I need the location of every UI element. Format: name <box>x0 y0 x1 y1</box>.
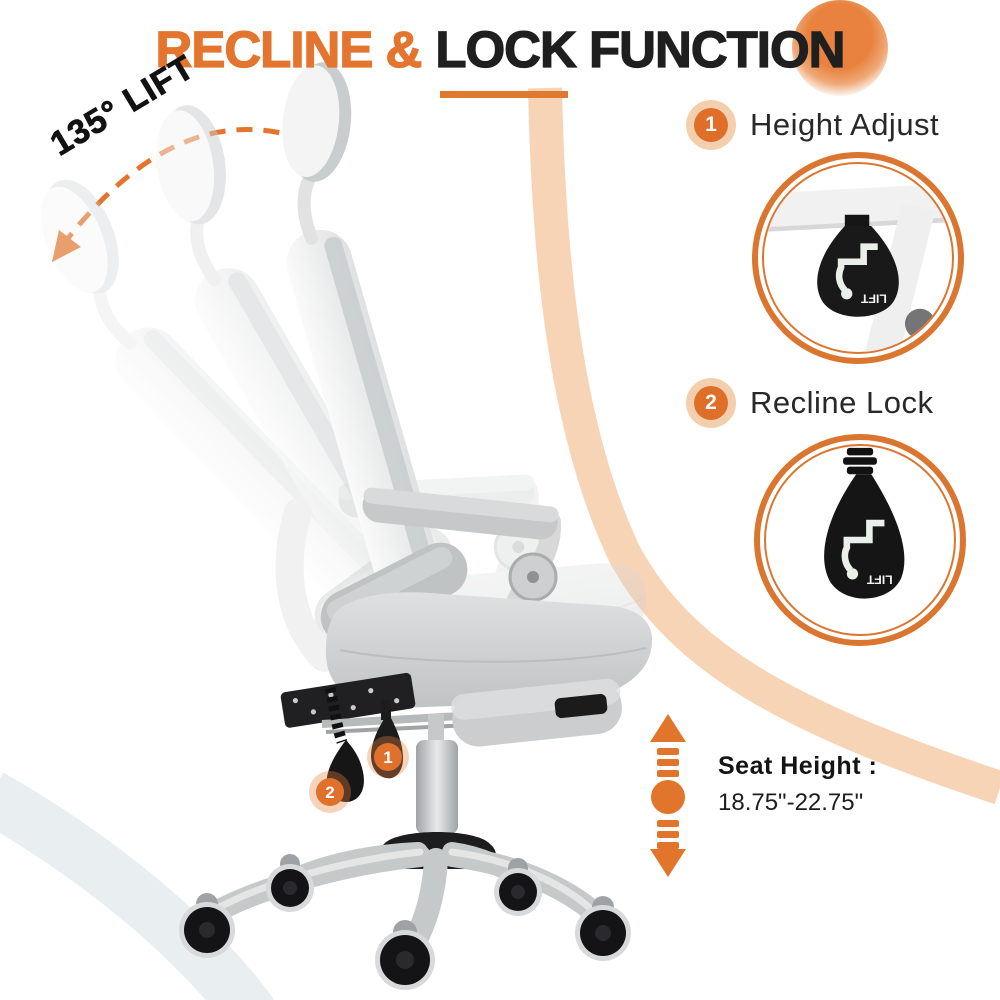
casters <box>179 854 631 990</box>
lever-1-badge: 1 <box>383 748 392 767</box>
inset-1-lift-text: LIFT <box>861 292 887 306</box>
title-accent-blob <box>792 0 888 96</box>
feature-row-recline-lock: 2 Recline Lock <box>686 378 933 428</box>
lever-2-badge: 2 <box>325 783 334 802</box>
seat-height-range: 18.75"-22.75" <box>718 789 864 816</box>
recline-lock-inset-photo: LIFT <box>764 444 956 636</box>
seat-height-arrow-icon <box>650 714 686 877</box>
lever-1-icon: 1 <box>367 700 409 779</box>
height-adjust-inset-photo: LIFT <box>762 162 954 354</box>
seat-height-label: Seat Height : <box>718 752 878 780</box>
height-adjust-inset-circle: LIFT <box>752 152 964 364</box>
pale-ring-arc <box>0 772 274 1000</box>
feature-1-label: Height Adjust <box>750 107 940 142</box>
chair-footrest <box>451 678 622 747</box>
chair-frame-arm <box>275 498 338 672</box>
recline-lock-knob-icon: LIFT <box>824 447 905 599</box>
title-rest: LOCK FUNCTION <box>435 21 846 78</box>
inset-2-lift-text: LIFT <box>866 573 892 587</box>
title-underline <box>440 91 568 98</box>
height-adjust-lever-icon: LIFT <box>764 182 952 352</box>
page-title: RECLINE &LOCK FUNCTION <box>0 21 1000 78</box>
lever-2-icon: 2 <box>309 686 364 813</box>
seat-height-callout: Seat Height : 18.75"-22.75" <box>718 752 877 817</box>
feature-2-label: Recline Lock <box>750 385 934 420</box>
feature-row-height-adjust: 1 Height Adjust <box>686 100 939 150</box>
feature-1-badge: 1 <box>686 100 736 150</box>
peach-swoosh-band <box>528 87 1000 805</box>
feature-1-number: 1 <box>694 108 728 142</box>
feature-2-number: 2 <box>694 386 728 420</box>
recline-lock-inset-circle: LIFT <box>754 434 966 646</box>
title-highlight: RECLINE & <box>155 21 423 78</box>
feature-2-badge: 2 <box>686 378 736 428</box>
